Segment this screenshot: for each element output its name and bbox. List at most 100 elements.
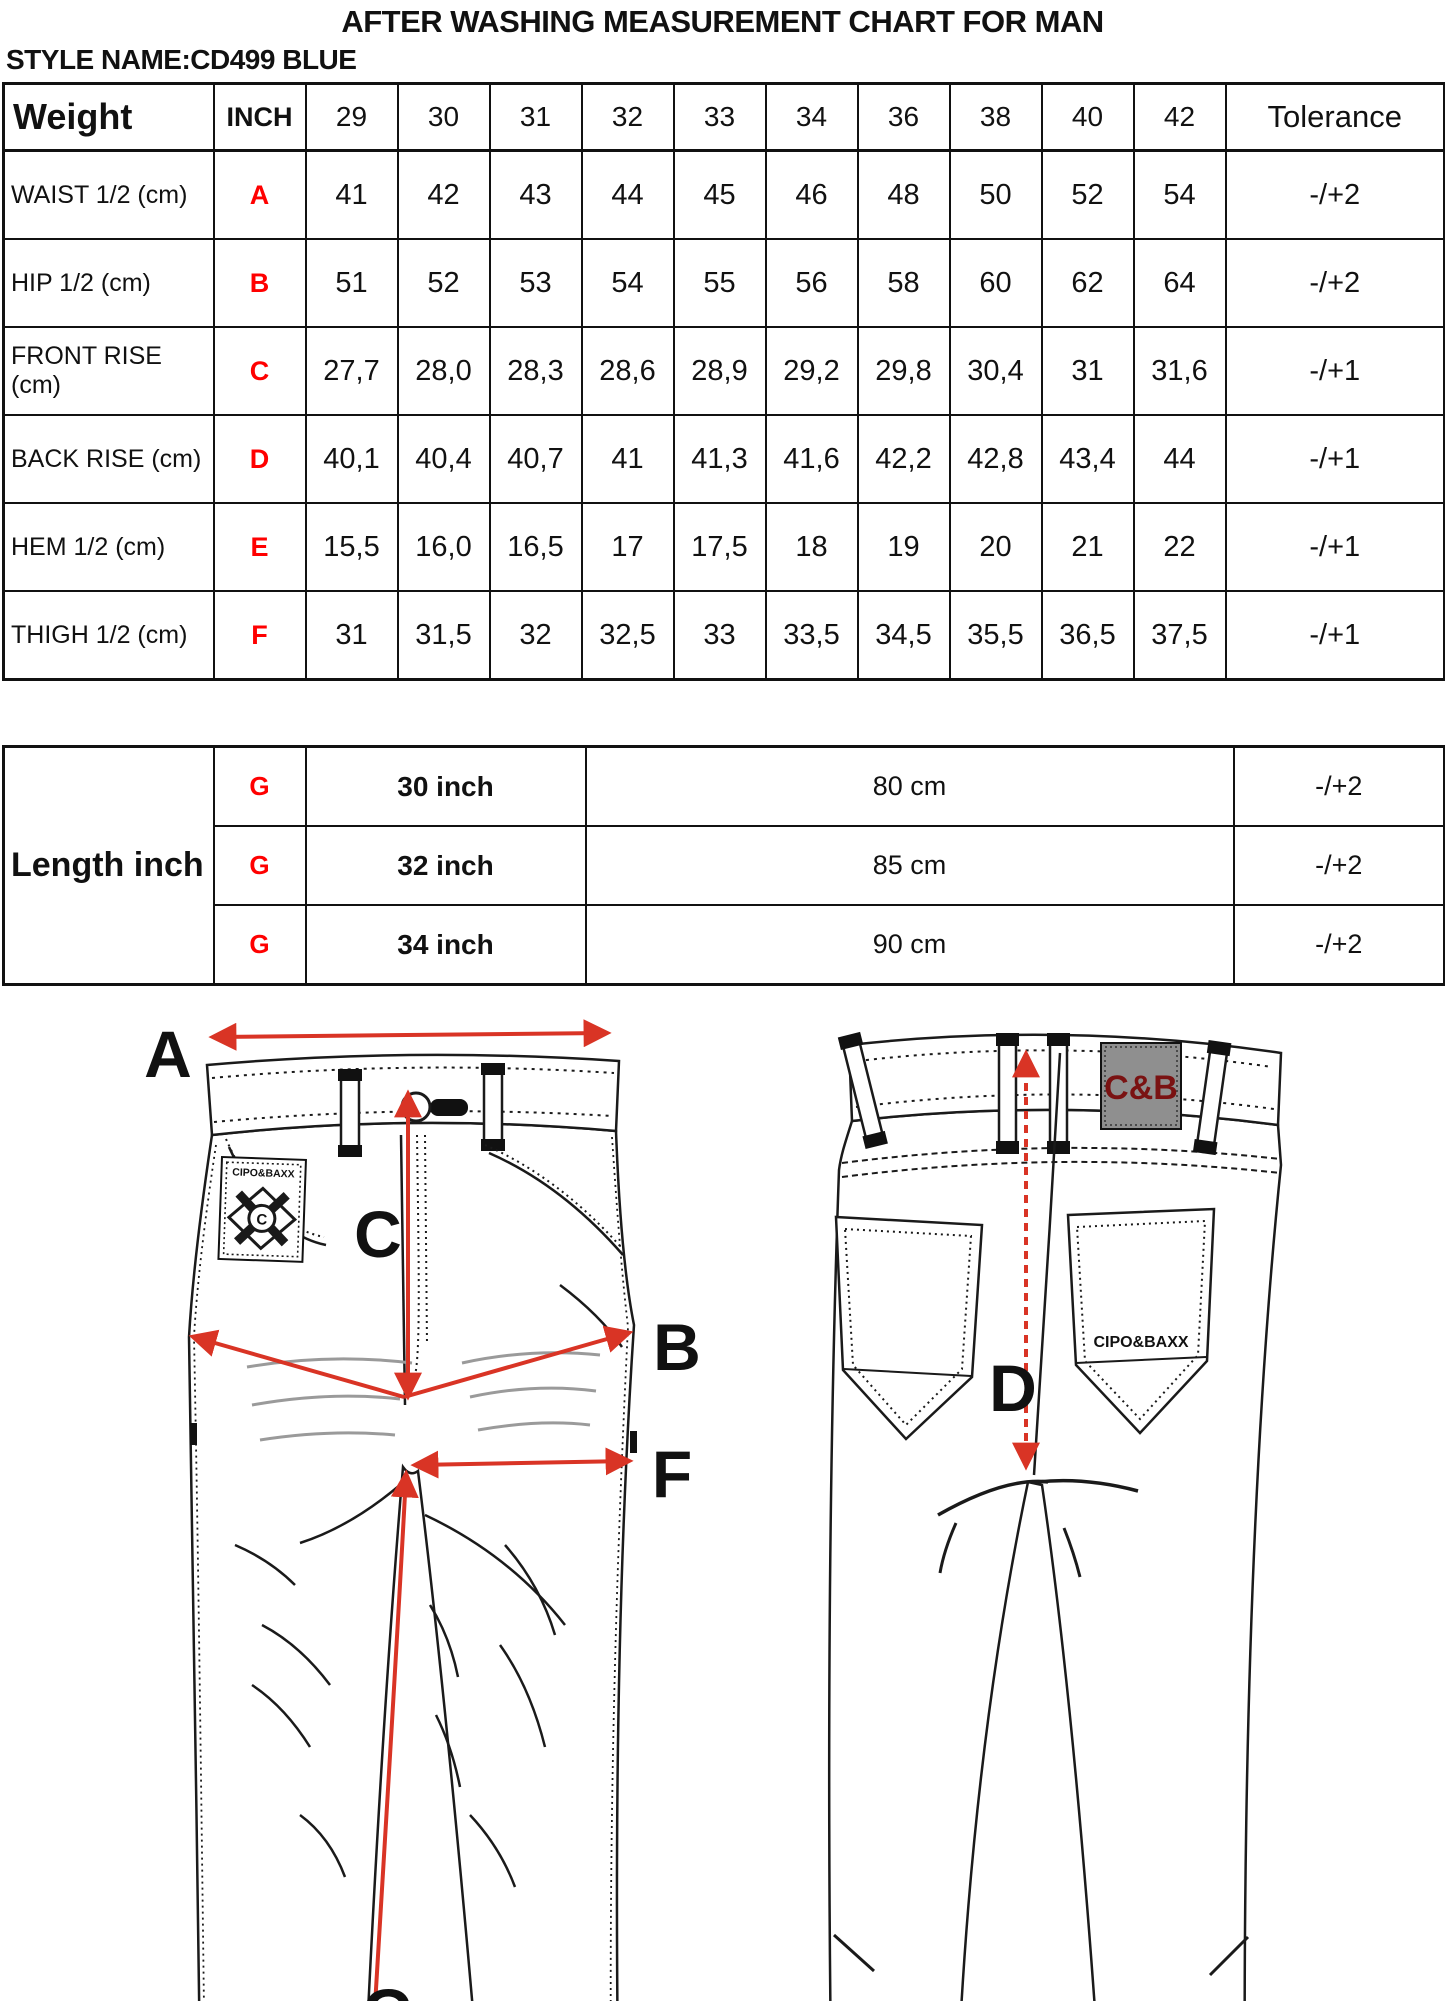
row-tolerance: -/+1 [1224,414,1445,504]
cell-value: 44 [580,149,675,240]
cell-value: 42,8 [948,414,1043,504]
cell-value: 33 [672,590,767,681]
cell-value: 52 [1040,149,1135,240]
front-measure-arrows [188,1019,634,2001]
cell-value: 31 [1040,326,1135,416]
cell-value: 32,5 [580,590,675,681]
cell-value: 37,5 [1132,590,1227,681]
cell-value: 42 [396,149,491,240]
back-brand-patch: C&B [1100,1042,1182,1130]
cell-value: 62 [1040,238,1135,328]
cell-value: 28,0 [396,326,491,416]
size-table-column-header: 36 [856,82,951,152]
cell-value: 60 [948,238,1043,328]
front-brand-patch: CIPO&BAXX C [217,1155,307,1263]
cell-value: 31 [304,590,399,681]
row-tolerance: -/+2 [1232,825,1445,906]
cell-value: 32 [488,590,583,681]
cell-value: 18 [764,502,859,592]
row-label: WAIST 1/2 (cm) [2,149,215,240]
size-table-column-header: 33 [672,82,767,152]
size-table-column-header: 31 [488,82,583,152]
back-belt-loop [1192,1039,1232,1156]
cell-value: 22 [1132,502,1227,592]
label-A: A [144,1017,192,1091]
length-inch-value: 30 inch [304,745,587,827]
cell-value: 16,5 [488,502,583,592]
row-tolerance: -/+2 [1224,149,1445,240]
cell-value: 40,1 [304,414,399,504]
cell-value: 43 [488,149,583,240]
length-cm-value: 85 cm [584,825,1235,906]
length-cm-value: 80 cm [584,745,1235,827]
back-wrinkles [832,1522,1250,1977]
cell-value: 64 [1132,238,1227,328]
size-table-column-header: 40 [1040,82,1135,152]
cell-value: 21 [1040,502,1135,592]
row-letter: G [212,904,307,986]
cell-value: 36,5 [1040,590,1135,681]
cell-value: 19 [856,502,951,592]
length-inch-value: 34 inch [304,904,587,986]
cell-value: 54 [580,238,675,328]
jeans-front-view: CIPO&BAXX C [187,1053,637,2001]
size-table-column-header: 29 [304,82,399,152]
front-body-outline [187,1121,636,2001]
page-title: AFTER WASHING MEASUREMENT CHART FOR MAN [341,4,1104,39]
size-table-column-header: Tolerance [1224,82,1445,152]
style-name: STYLE NAME:CD499 BLUE [6,44,357,75]
length-cm-value: 90 cm [584,904,1235,986]
cell-value: 41 [580,414,675,504]
row-label: HIP 1/2 (cm) [2,238,215,328]
row-letter: G [212,825,307,906]
jeans-measurement-diagram: CIPO&BAXX C [144,1017,1283,2001]
cell-value: 41 [304,149,399,240]
cell-value: 55 [672,238,767,328]
cell-value: 35,5 [948,590,1043,681]
front-patch-monogram: C [256,1211,268,1228]
label-D: D [989,1351,1037,1425]
back-right-pocket: CIPO&BAXX [1066,1207,1216,1435]
row-label: FRONT RISE (cm) [2,326,215,416]
measure-B-arrow-left [188,1329,405,1399]
measure-G-arrow [340,1469,419,2001]
label-C: C [354,1197,402,1271]
cell-value: 16,0 [396,502,491,592]
row-tolerance: -/+2 [1232,904,1445,986]
size-table-column-header: 32 [580,82,675,152]
cell-value: 28,6 [580,326,675,416]
back-belt-loop [996,1033,1019,1154]
front-closure-tab [430,1099,468,1116]
label-G: G [362,1975,413,2001]
row-letter: G [212,745,307,827]
front-patch-text: CIPO&BAXX [232,1166,295,1180]
cell-value: 20 [948,502,1043,592]
row-tolerance: -/+1 [1224,590,1445,681]
cell-value: 58 [856,238,951,328]
measure-F-arrow [410,1447,634,1479]
jeans-back-view: C&B CIPO&BAXX [827,1031,1283,2001]
measure-A-arrow [208,1019,612,1051]
row-tolerance: -/+2 [1232,745,1445,827]
cell-value: 52 [396,238,491,328]
cell-value: 34,5 [856,590,951,681]
length-inch-value: 32 inch [304,825,587,906]
row-tolerance: -/+1 [1224,326,1445,416]
row-letter: C [212,326,307,416]
back-left-pocket [834,1215,984,1441]
cell-value: 54 [1132,149,1227,240]
front-belt-loop [481,1063,505,1151]
cell-value: 48 [856,149,951,240]
cell-value: 17,5 [672,502,767,592]
